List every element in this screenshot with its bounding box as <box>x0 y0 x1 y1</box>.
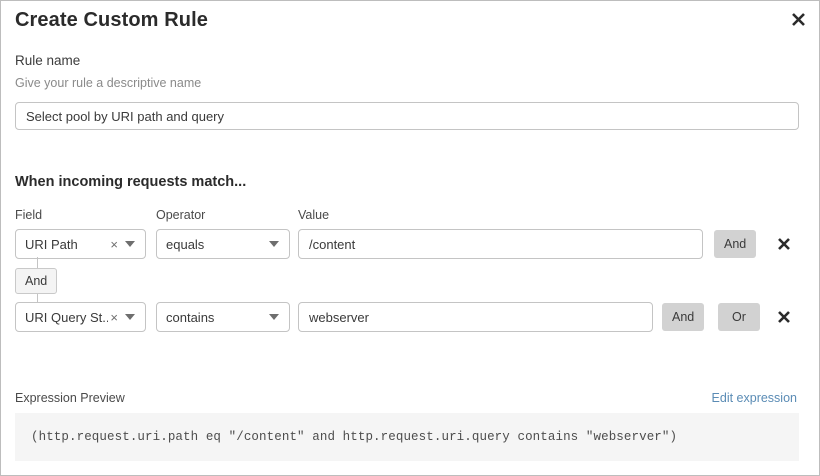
logic-and-button[interactable]: And <box>714 230 757 258</box>
field-select-value: URI Query St... <box>25 309 109 325</box>
expression-preview-box: (http.request.uri.path eq "/content" and… <box>15 413 799 461</box>
operator-select[interactable]: equals <box>156 229 290 259</box>
operator-select-value: contains <box>166 309 215 325</box>
operator-select-value: equals <box>166 236 205 252</box>
connector-line-top <box>37 257 38 268</box>
column-header-field: Field <box>15 208 43 222</box>
value-input[interactable] <box>298 302 653 332</box>
chevron-down-icon <box>125 314 135 320</box>
logic-and-button[interactable]: And <box>662 303 705 331</box>
connector-line-bottom <box>37 294 38 303</box>
rule-name-input[interactable] <box>15 102 799 130</box>
close-icon[interactable] <box>787 8 809 30</box>
expression-preview-code: (http.request.uri.path eq "/content" and… <box>31 430 678 444</box>
field-select[interactable]: URI Query St... × <box>15 302 146 332</box>
chevron-down-icon <box>125 241 135 247</box>
condition-connector: And <box>1 257 201 307</box>
rule-name-hint: Give your rule a descriptive name <box>15 76 202 90</box>
delete-icon[interactable] <box>773 233 795 255</box>
field-select[interactable]: URI Path × <box>15 229 146 259</box>
chevron-down-icon <box>269 241 279 247</box>
condition-row: URI Path × equals And <box>1 229 819 261</box>
rule-name-label: Rule name <box>15 53 81 68</box>
chevron-down-icon <box>269 314 279 320</box>
column-header-value: Value <box>298 208 330 222</box>
value-input[interactable] <box>298 229 703 259</box>
dialog-title: Create Custom Rule <box>15 9 208 31</box>
operator-select[interactable]: contains <box>156 302 290 332</box>
expression-preview-label: Expression Preview <box>15 391 125 405</box>
delete-icon-glyph <box>778 238 790 250</box>
close-small-icon[interactable]: × <box>110 236 118 252</box>
close-small-icon[interactable]: × <box>110 309 118 325</box>
column-header-operator: Operator <box>156 208 206 222</box>
connector-and-badge[interactable]: And <box>15 268 58 294</box>
edit-expression-link[interactable]: Edit expression <box>711 391 797 405</box>
condition-row: URI Query St... × contains And Or <box>1 302 819 334</box>
close-icon-glyph <box>791 12 805 26</box>
logic-or-button[interactable]: Or <box>718 303 760 331</box>
match-section-heading: When incoming requests match... <box>15 174 247 190</box>
field-select-value: URI Path <box>25 236 78 252</box>
delete-icon[interactable] <box>773 306 795 328</box>
delete-icon-glyph <box>778 311 790 323</box>
